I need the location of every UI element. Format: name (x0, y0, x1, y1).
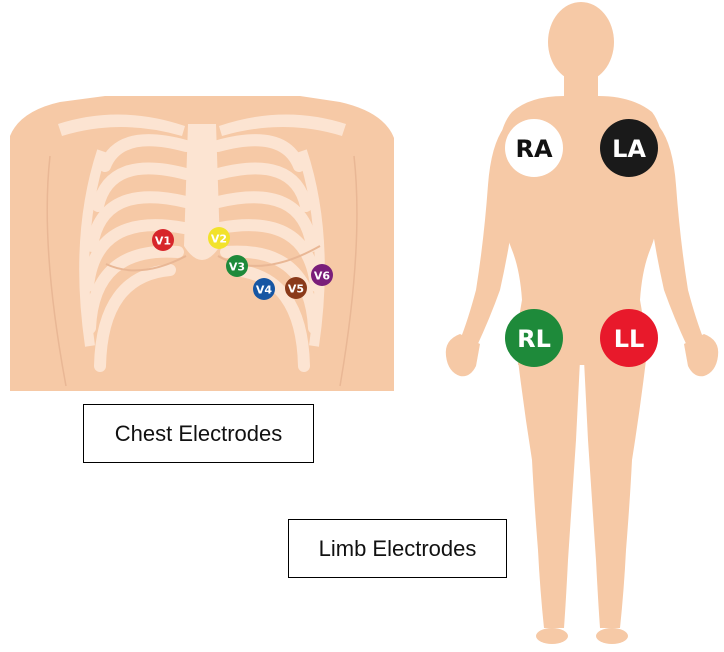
pectoral-line-right (217, 245, 321, 267)
electrode-v6-dot (311, 264, 333, 286)
electrode-rl-dot (505, 309, 563, 367)
left-clavicle (58, 114, 185, 136)
electrode-v3-label: V3 (229, 261, 245, 274)
electrode-v4-dot (253, 278, 275, 300)
electrode-v6-label: V6 (314, 270, 331, 283)
electrode-v2-dot (208, 227, 230, 249)
electrode-rl-label: RL (517, 325, 551, 353)
pectoral-line-left (105, 255, 187, 272)
electrode-v5: V5 (285, 277, 307, 299)
electrode-la: LA (600, 119, 658, 177)
electrode-v2: V2 (208, 227, 230, 249)
left-hand (684, 334, 719, 377)
electrode-v1-label: V1 (155, 235, 171, 248)
electrode-v5-dot (285, 277, 307, 299)
right-ribs (212, 134, 322, 372)
electrode-ll: LL (600, 309, 658, 367)
electrode-ra-dot (505, 119, 563, 177)
left-arm (648, 118, 704, 348)
electrode-v4-label: V4 (256, 284, 273, 297)
electrode-v6: V6 (311, 264, 333, 286)
right-arm (460, 118, 516, 348)
torso-outline-left (46, 155, 67, 387)
electrode-la-label: LA (612, 135, 646, 163)
rib-cage-left-side (79, 149, 107, 347)
electrode-ra-label: RA (515, 135, 552, 163)
body-svg: RA LA RL LL (445, 2, 719, 644)
electrode-v2-label: V2 (211, 233, 227, 246)
electrode-ra: RA (505, 119, 563, 177)
body-silhouette (445, 2, 719, 644)
chest-illustration: V1 V2 V3 V4 V5 V6 (10, 96, 394, 391)
right-clavicle (219, 114, 346, 136)
electrode-v4: V4 (253, 278, 275, 300)
electrode-v5-label: V5 (288, 283, 304, 296)
right-hand (445, 334, 480, 377)
left-leg (584, 360, 646, 628)
rib-cage-right-side (297, 149, 325, 347)
torso-outline-right (339, 155, 358, 387)
electrode-la-dot (600, 119, 658, 177)
sternum (184, 124, 220, 260)
left-foot (596, 628, 628, 644)
chest-svg: V1 V2 V3 V4 V5 V6 (10, 96, 394, 391)
electrode-v1: V1 (152, 229, 174, 251)
body-illustration: RA LA RL LL (440, 0, 724, 652)
chest-electrodes-label: Chest Electrodes (83, 404, 314, 463)
limb-electrodes-label: Limb Electrodes (288, 519, 507, 578)
electrode-v1-dot (152, 229, 174, 251)
electrode-v3-dot (226, 255, 248, 277)
electrode-v3: V3 (226, 255, 248, 277)
electrode-rl: RL (505, 309, 563, 367)
electrode-ll-label: LL (614, 325, 645, 353)
electrode-ll-dot (600, 309, 658, 367)
right-leg (518, 360, 580, 628)
head (548, 2, 614, 82)
right-foot (536, 628, 568, 644)
